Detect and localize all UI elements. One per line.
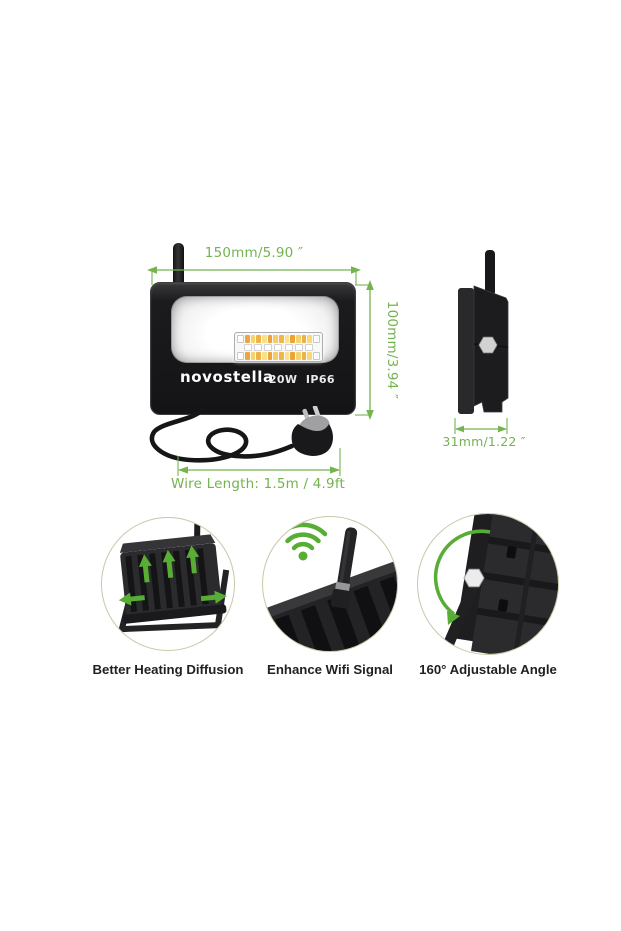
power-cord: [149, 406, 333, 463]
mounting-hex-hole: [478, 336, 498, 354]
wire-length-label: Wire Length: 1.5m / 4.9ft: [170, 476, 346, 492]
led-row-bottom: [237, 352, 321, 360]
heatsink-fins: [263, 551, 397, 651]
side-antenna: [485, 250, 495, 296]
floodlight-front-view: novostella 20W IP66: [150, 282, 356, 415]
height-dimension-arrow: [355, 280, 374, 420]
led-panel: [234, 332, 323, 362]
width-dimension-label: 150mm/5.90 ″: [204, 245, 304, 261]
heatsink-back-view: [118, 518, 230, 633]
heat-diffusion-arrows-icon: [118, 545, 227, 606]
feature-adjustable-angle: [417, 513, 559, 655]
depth-dimension-label: 31mm/1.22 ″: [442, 434, 526, 449]
wire-length-dimension-arrow: [177, 448, 341, 476]
bracket-pivot-closeup: [433, 514, 558, 654]
wifi-icon: [278, 522, 328, 561]
floodlight-side-view: [458, 250, 509, 414]
bracket-arm: [440, 574, 482, 654]
wattage-ip-rating: 20W IP66: [268, 373, 335, 386]
feature-label-heat-diffusion: Better Heating Diffusion: [92, 662, 244, 677]
feature-wifi-signal: [262, 516, 398, 652]
pivot-hex-bolt: [463, 568, 485, 588]
reflector-recess: [171, 296, 339, 363]
brand-logo: novostella: [180, 368, 274, 386]
feature-label-wifi-signal: Enhance Wifi Signal: [267, 662, 393, 677]
rotate-arrow-icon: [433, 529, 491, 625]
feature-heat-diffusion: [101, 517, 235, 651]
power-plug: [291, 406, 333, 456]
front-antenna: [173, 243, 184, 287]
feature-label-adjustable-angle: 160° Adjustable Angle: [419, 662, 557, 677]
led-row-middle: [237, 344, 320, 351]
antenna-closeup: [263, 522, 397, 651]
depth-dimension-arrow: [454, 418, 508, 434]
led-row-top: [237, 335, 321, 343]
wifi-antenna: [330, 527, 358, 609]
height-dimension-label: 100mm/3.94 ″: [384, 300, 400, 400]
width-dimension-arrow: [147, 266, 361, 285]
